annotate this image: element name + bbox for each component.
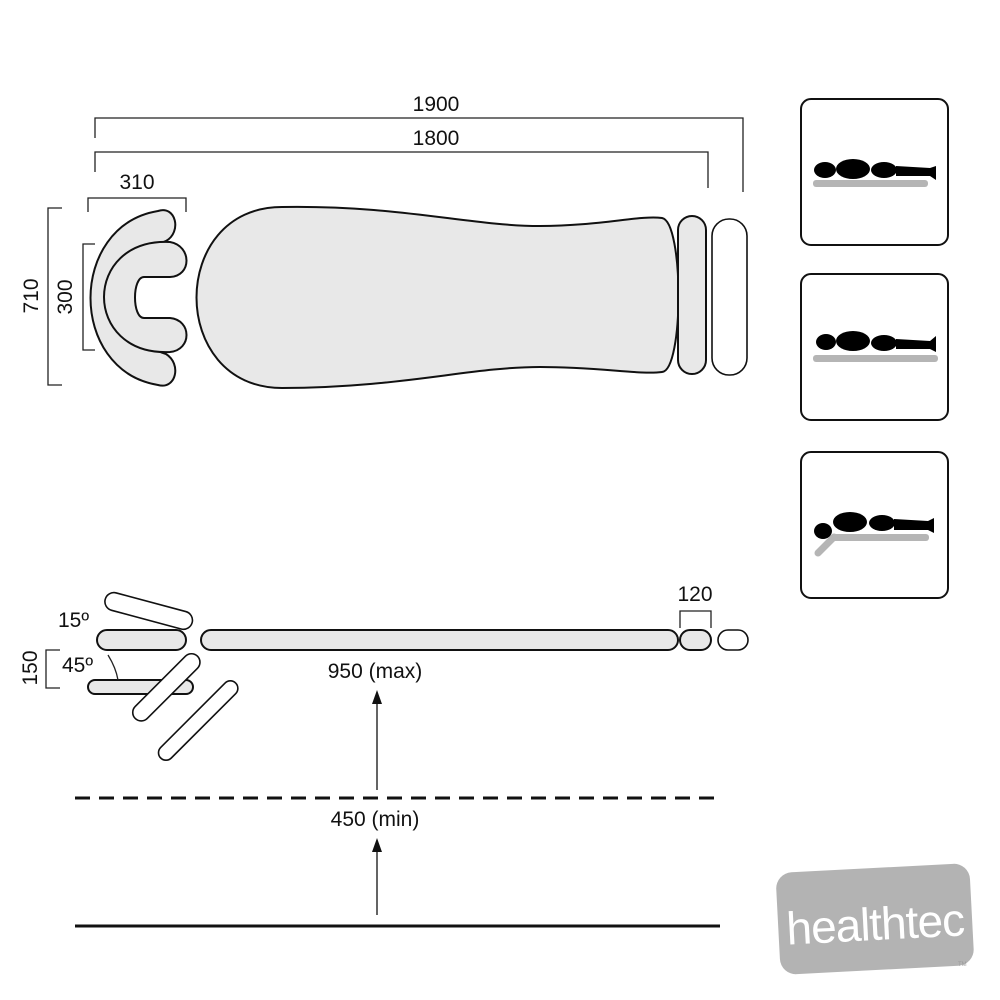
dim-1900: 1900: [413, 93, 460, 116]
min-height-label: 450 (min): [331, 808, 420, 831]
headrest-inner: [103, 240, 188, 354]
headrest-side: [96, 629, 187, 651]
arrow-up-icon: [372, 690, 382, 704]
angle-15: 15º: [58, 609, 89, 632]
dim-300: 300: [54, 279, 77, 314]
dim-150: 150: [19, 650, 42, 685]
main-body-pad: [195, 205, 680, 390]
max-height-label: 950 (max): [328, 660, 423, 683]
logo-tm: TM: [958, 962, 967, 968]
foot-pad-side: [679, 629, 712, 651]
main-pad-side: [200, 629, 679, 651]
headrest-45-tilt: [131, 652, 201, 722]
headrest-45-lowered: [157, 680, 239, 761]
dim-710: 710: [20, 278, 43, 313]
top-view-dimensions: 1900 1800 310 710 300: [20, 93, 744, 386]
headrest-outer: [89, 209, 177, 387]
arrow-up-icon: [372, 838, 382, 852]
dim-1800: 1800: [413, 127, 460, 150]
position-thumbnail-flat: [800, 98, 949, 246]
dim-120: 120: [677, 583, 712, 606]
side-view-table: 15º 45º 150 120 950 (max) 450 (min): [19, 583, 749, 928]
foot-pad: [677, 215, 707, 375]
top-view-table: [89, 205, 748, 390]
healthtec-logo: healthtec: [776, 863, 974, 975]
angle-45: 45º: [62, 654, 93, 677]
headrest-tilt-up: [104, 591, 194, 631]
dim-310: 310: [119, 171, 154, 194]
position-thumbnail-head-down: [800, 451, 949, 599]
position-thumbnail-head-flat: [800, 273, 949, 421]
logo-text: healthtec: [785, 893, 965, 954]
foot-extension-pad: [711, 218, 748, 376]
foot-extension-side: [717, 629, 749, 651]
